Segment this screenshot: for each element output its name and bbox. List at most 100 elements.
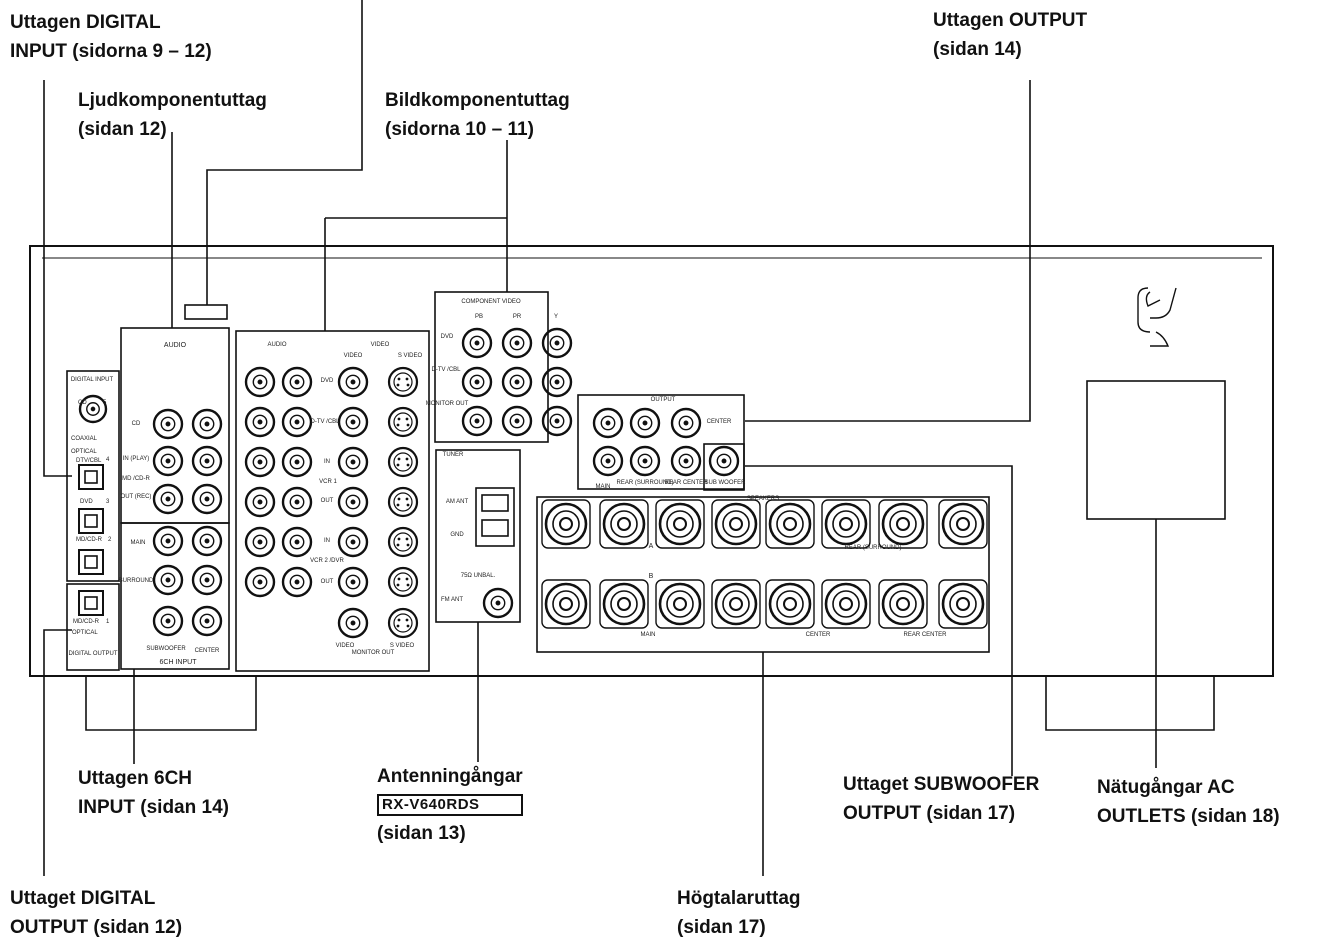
- rca-jack: [281, 526, 313, 558]
- label-am-ant: AM ANT: [446, 499, 469, 505]
- speaker-terminal: [541, 499, 591, 549]
- speaker-terminal: [711, 579, 761, 629]
- rca-jack: [244, 446, 276, 478]
- label-sp-rear-center: REAR CENTER: [903, 632, 947, 638]
- callout-digital-output-line2: OUTPUT (sidan 12): [10, 917, 183, 938]
- speaker-terminal: [655, 499, 705, 549]
- speaker-terminal: [765, 499, 815, 549]
- label-unbal: 75Ω UNBAL.: [461, 573, 496, 579]
- label-row-b: B: [649, 573, 654, 580]
- component-video-box: [434, 291, 549, 443]
- optical-jack-out: [78, 590, 104, 616]
- rca-jack: [244, 486, 276, 518]
- callout-audio-comp: Ljudkomponentuttag (sidan 12): [78, 86, 267, 144]
- label-audio: AUDIO: [164, 342, 187, 349]
- s-video-jack: [387, 607, 419, 639]
- label-cv-monitor: MONITOR OUT: [426, 401, 469, 407]
- rca-jack: [191, 564, 223, 596]
- rca-jack: [244, 406, 276, 438]
- speaker-terminal: [599, 579, 649, 629]
- label-num3: 3: [106, 499, 110, 505]
- rca-jack: [337, 607, 369, 639]
- label-coaxial: COAXIAL: [71, 436, 98, 442]
- rca-jack: [541, 405, 573, 437]
- speaker-terminal: [878, 499, 928, 549]
- speaker-terminal: [938, 499, 988, 549]
- power-cord-icon: [1137, 287, 1177, 347]
- callout-subwoofer: Uttaget SUBWOOFER OUTPUT (sidan 17): [843, 770, 1039, 828]
- label-speakers: SPEAKERS: [747, 496, 779, 502]
- rca-jack: [592, 407, 624, 439]
- label-av-out1: OUT: [321, 498, 334, 504]
- rca-jack: [501, 327, 533, 359]
- ac-outlet-panel: [1086, 380, 1226, 520]
- rca-jack: [152, 564, 184, 596]
- rca-jack: [191, 605, 223, 637]
- rca-jack: [191, 445, 223, 477]
- pointer-marker: [184, 304, 228, 320]
- callout-audio-comp-line1: Ljudkomponentuttag: [78, 90, 267, 111]
- label-num5: 5: [103, 400, 107, 406]
- callout-output-line2: (sidan 14): [933, 39, 1022, 60]
- fm-antenna-jack: [482, 587, 514, 619]
- callout-ac-outlets: Nätugångar AC OUTLETS (sidan 18): [1097, 773, 1280, 831]
- label-sp-center: CENTER: [806, 632, 831, 638]
- digital-output-box: [66, 583, 120, 671]
- rca-jack: [152, 525, 184, 557]
- rca-jack: [337, 446, 369, 478]
- speaker-terminal: [878, 579, 928, 629]
- rca-jack: [244, 566, 276, 598]
- label-av-video: VIDEO: [371, 342, 390, 348]
- callout-audio-comp-line2: (sidan 12): [78, 119, 167, 140]
- callout-ac-outlets-line1: Nätugångar AC: [1097, 777, 1235, 798]
- right-foot: [1045, 676, 1215, 731]
- s-video-jack: [387, 526, 419, 558]
- six-ch-input-box: [120, 522, 230, 670]
- s-video-jack: [387, 486, 419, 518]
- callout-speakers-line1: Högtalaruttag: [677, 888, 801, 909]
- rca-jack: [501, 366, 533, 398]
- rca-jack: [541, 366, 573, 398]
- subwoofer-output-jack: [708, 445, 740, 477]
- optical-jack-mdcdr: [78, 549, 104, 575]
- label-tuner: TUNER: [443, 452, 464, 458]
- speaker-terminal: [821, 579, 871, 629]
- rca-jack: [152, 408, 184, 440]
- callout-speakers: Högtalaruttag (sidan 17): [677, 884, 801, 942]
- jacks-group: [78, 327, 988, 639]
- rca-jack: [337, 366, 369, 398]
- rca-jack: [152, 605, 184, 637]
- label-gnd: GND: [450, 532, 464, 538]
- label-mdcdr-out: MD/CD-R: [73, 619, 100, 625]
- callout-speakers-line2: (sidan 17): [677, 917, 766, 938]
- rca-jack: [191, 525, 223, 557]
- callout-antenna: Antenningångar RX-V640RDS (sidan 13): [377, 762, 523, 848]
- s-video-jack: [387, 566, 419, 598]
- label-in-play: IN (PLAY): [123, 456, 150, 462]
- rca-jack: [281, 406, 313, 438]
- leader-digital-input: [43, 80, 72, 477]
- leader-subwoofer: [745, 465, 1013, 776]
- label-vcr2: VCR 2 /DVR: [310, 558, 344, 564]
- callout-six-ch: Uttagen 6CH INPUT (sidan 14): [78, 764, 229, 822]
- rca-jack: [670, 407, 702, 439]
- av-section-box: [235, 330, 430, 672]
- label-av-in1: IN: [324, 459, 330, 465]
- rca-jack: [337, 566, 369, 598]
- label-av-audio: AUDIO: [267, 342, 286, 348]
- label-cv-dvd: DVD: [441, 334, 454, 340]
- label-y: Y: [554, 314, 558, 320]
- am-antenna-terminal: [475, 487, 515, 547]
- label-svideo-col: S VIDEO: [398, 353, 423, 359]
- rca-jack: [191, 408, 223, 440]
- label-out-rec: OUT (REC): [121, 494, 152, 500]
- label-num2: 2: [108, 537, 112, 543]
- label-monitor-out: MONITOR OUT: [352, 650, 395, 656]
- speaker-terminal: [599, 499, 649, 549]
- label-component-video: COMPONENT VIDEO: [461, 299, 521, 305]
- label-sub-woofer: SUB WOOFER: [704, 480, 746, 486]
- rca-jack: [670, 445, 702, 477]
- s-video-jack: [387, 406, 419, 438]
- rca-jack: [152, 445, 184, 477]
- speaker-terminal: [765, 579, 815, 629]
